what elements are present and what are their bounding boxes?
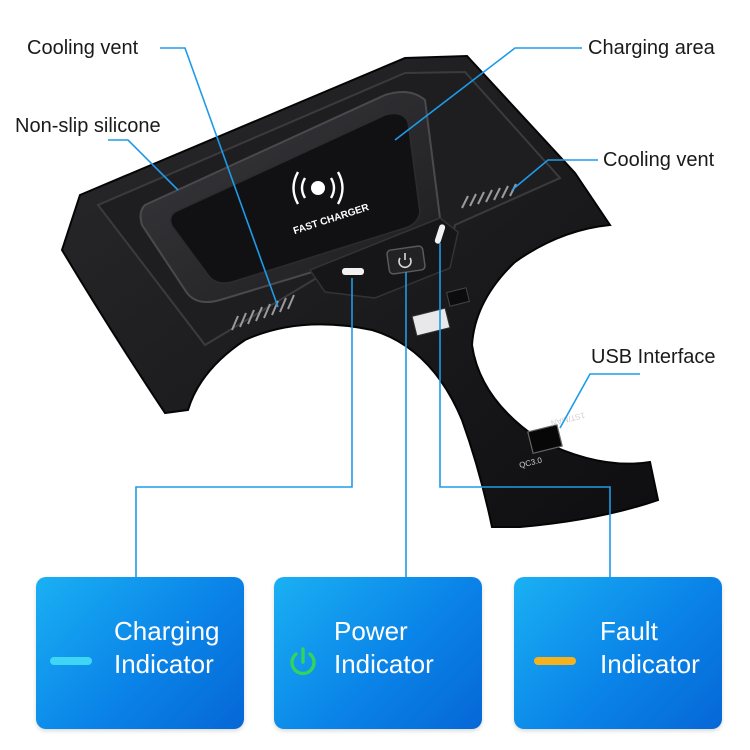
charging-indicator-swatch	[50, 657, 92, 665]
leader-charging-indicator	[135, 278, 353, 577]
power-icon	[290, 647, 316, 676]
leader-charging-area	[394, 47, 582, 141]
power-button[interactable]	[386, 245, 426, 275]
callout-cooling-vent-right: Cooling vent	[603, 149, 715, 171]
usb-port-qc[interactable]	[527, 423, 563, 455]
leader-non-slip-silicone	[108, 139, 179, 191]
power-icon-device	[398, 253, 412, 269]
usb-port-socket	[445, 287, 471, 307]
fault-indicator-led	[434, 224, 446, 244]
callout-charging-area: Charging area	[588, 37, 715, 59]
leader-lines	[108, 47, 640, 577]
callout-non-slip-silicone: Non-slip silicone	[15, 115, 161, 137]
leader-cooling-vent-left	[160, 47, 279, 308]
leader-cooling-vent-right	[511, 159, 598, 191]
charging-indicator-led	[342, 268, 364, 275]
control-panel	[308, 217, 459, 299]
callout-usb-interface: USB Interface	[591, 346, 716, 368]
wireless-charging-icon	[292, 171, 344, 205]
leader-fault-indicator	[439, 243, 611, 577]
leader-usb-interface	[559, 373, 640, 429]
cooling-vent-right	[461, 183, 517, 209]
fault-indicator-swatch	[534, 657, 576, 665]
callout-cooling-vent-left: Cooling vent	[27, 37, 139, 59]
